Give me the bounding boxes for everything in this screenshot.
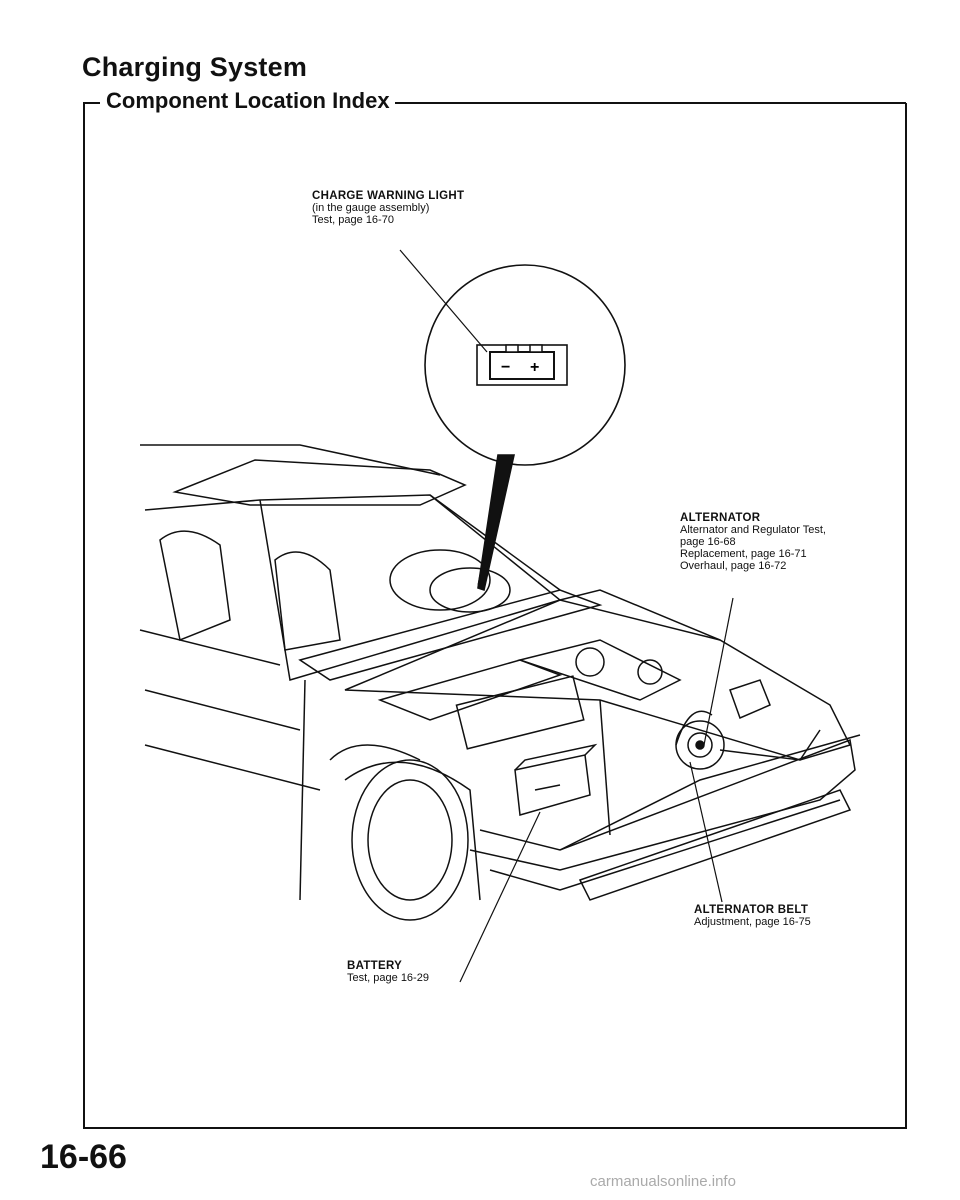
battery-icon <box>489 344 555 380</box>
callout-name: ALTERNATOR BELT <box>694 904 809 916</box>
front-fender <box>344 761 481 901</box>
section-frame <box>83 102 907 1129</box>
callout-name: BATTERY <box>347 960 403 972</box>
gauge-window <box>476 344 568 386</box>
callout-line: Adjustment, page 16-75 <box>694 916 811 928</box>
pointer-wedge <box>477 454 515 592</box>
callout-line: Overhaul, page 16-72 <box>680 560 787 572</box>
callout-line: Alternator and Regulator Test, <box>680 524 826 536</box>
leader-lines <box>399 249 734 983</box>
seat-left <box>159 530 231 642</box>
warning-light-detail <box>424 264 626 592</box>
front-wheel <box>351 759 469 921</box>
page-title: Charging System <box>82 52 308 82</box>
windshield <box>259 494 562 681</box>
callout-name: CHARGE WARNING LIGHT <box>312 190 465 202</box>
callout-line: Test, page 16-29 <box>347 972 429 984</box>
page-number: 16-66 <box>40 1138 127 1176</box>
frame-outline <box>83 102 907 1129</box>
leader-warning-light <box>399 249 488 353</box>
roofline <box>144 494 561 591</box>
magnifier-circle <box>424 264 626 466</box>
callout-alternator-belt: ALTERNATOR BELT Adjustment, page 16-75 <box>694 904 811 928</box>
callout-line: Test, page 16-70 <box>312 214 394 226</box>
battery-minus: − <box>501 359 510 376</box>
sunroof <box>172 459 467 506</box>
wheel-rim <box>367 779 453 901</box>
callout-charge-warning-light: CHARGE WARNING LIGHT (in the gauge assem… <box>312 190 464 226</box>
callout-battery: BATTERY Test, page 16-29 <box>347 960 429 984</box>
callout-line: Replacement, page 16-71 <box>680 548 807 560</box>
watermark: carmanualsonline.info <box>590 1173 736 1190</box>
leader-alternator-belt <box>689 761 723 903</box>
callout-line: (in the gauge assembly) <box>312 202 430 214</box>
steering-wheel <box>389 549 491 611</box>
reservoir-cap <box>575 647 605 677</box>
leader-battery <box>459 811 541 983</box>
callout-alternator: ALTERNATOR Alternator and Regulator Test… <box>680 512 826 572</box>
battery <box>514 754 591 816</box>
section-subtitle: Component Location Index <box>106 88 390 113</box>
leader-alternator <box>703 597 734 746</box>
callout-name: ALTERNATOR <box>680 512 761 524</box>
battery-plus: + <box>530 359 539 376</box>
engine-block <box>377 659 563 721</box>
seat-right <box>274 551 341 651</box>
intake-manifold <box>455 675 585 750</box>
hood-opening <box>344 599 852 761</box>
callout-line: page 16-68 <box>680 536 736 548</box>
dashboard <box>298 589 603 681</box>
car-outline <box>139 444 861 921</box>
